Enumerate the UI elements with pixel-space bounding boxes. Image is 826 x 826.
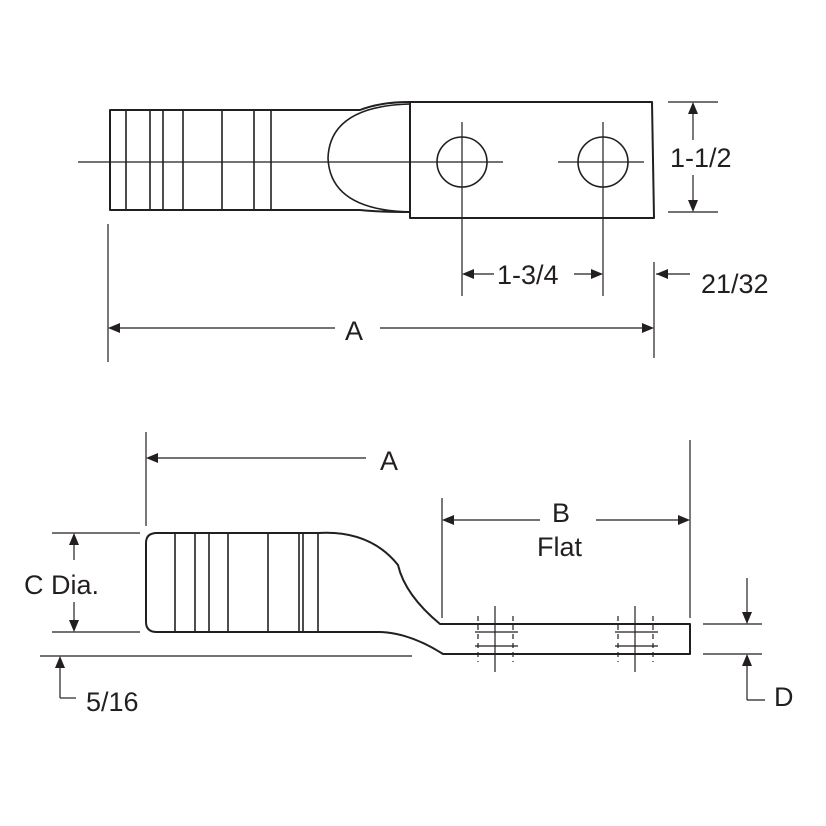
dim-thickness-label: D xyxy=(774,682,794,712)
top-centerlines xyxy=(78,122,644,296)
top-tongue xyxy=(409,101,655,219)
dim-flat-caption: Flat xyxy=(537,532,583,562)
dim-edge-label: 21/32 xyxy=(701,269,769,299)
dim-offset-label: 5/16 xyxy=(86,687,139,717)
top-barrel xyxy=(109,101,411,213)
top-view: 1-1/2 1-3/4 21/32 A xyxy=(78,101,769,362)
dim-barrel-dia-label: C Dia. xyxy=(24,570,99,600)
dim-flat: B Flat xyxy=(441,498,690,618)
dim-flat-label: B xyxy=(552,498,570,528)
side-barrel-stripes xyxy=(174,533,319,632)
top-barrel-window xyxy=(327,103,411,213)
top-barrel-stripes xyxy=(125,109,272,211)
dim-hole-spacing: 1-3/4 xyxy=(462,260,603,290)
dim-overall-side: A xyxy=(145,432,691,618)
dim-hole-spacing-label: 1-3/4 xyxy=(497,260,559,290)
side-hidden-holes xyxy=(475,606,658,672)
dim-overall-top-label: A xyxy=(345,316,363,346)
dim-width-label: 1-1/2 xyxy=(670,143,732,173)
dim-offset: 5/16 xyxy=(40,655,412,717)
dim-overall-top: A xyxy=(107,224,654,362)
dim-thickness: D xyxy=(703,578,794,712)
dim-width: 1-1/2 xyxy=(668,101,732,213)
dim-overall-side-label: A xyxy=(380,446,398,476)
dim-barrel-dia: C Dia. xyxy=(24,532,140,633)
dim-edge: 21/32 xyxy=(653,262,769,358)
side-profile xyxy=(145,531,691,655)
side-view: A B Flat C Dia. 5/16 xyxy=(24,432,794,717)
